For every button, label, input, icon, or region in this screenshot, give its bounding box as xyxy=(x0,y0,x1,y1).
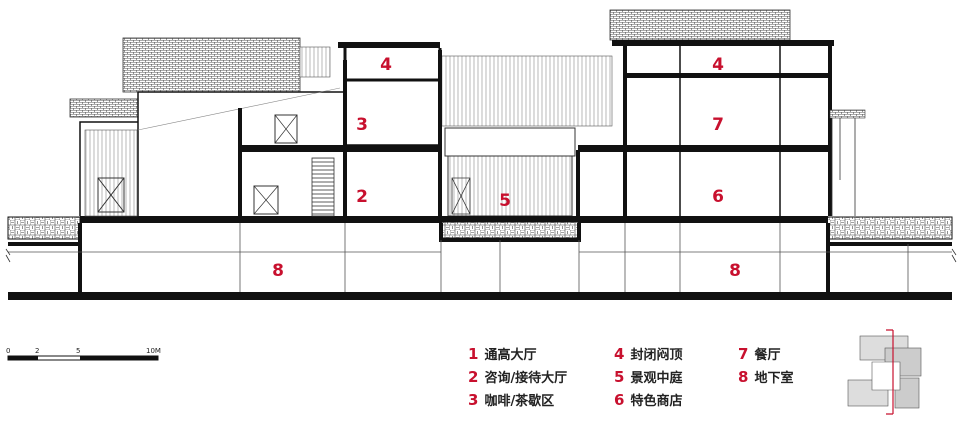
ground-floor-slab-left xyxy=(80,216,442,223)
scale-tick-10m: 10M xyxy=(146,347,161,355)
cafe-box xyxy=(344,80,441,146)
right-paving xyxy=(826,216,953,240)
legend-num: 8 xyxy=(738,368,749,386)
legend-name: 特色商店 xyxy=(630,394,683,409)
right-third-slab xyxy=(578,145,830,152)
legend-num: 6 xyxy=(614,391,625,409)
scale-tick-0: 0 xyxy=(6,347,10,355)
right-roof-slab xyxy=(612,40,834,46)
room-label-2: 2 xyxy=(356,187,368,207)
room-label-4-right: 4 xyxy=(712,55,724,75)
break-mark-right xyxy=(951,248,957,263)
left-paving xyxy=(7,216,81,240)
legend-num: 4 xyxy=(614,345,625,363)
legend: 1 通高大厅 2 咨询/接待大厅 3 咖啡/茶歇区 4 封闭闷顶 5 景观中庭 … xyxy=(468,344,808,424)
legend-name: 通高大厅 xyxy=(484,348,537,363)
legend-name: 封闭闷顶 xyxy=(630,348,683,363)
courtyard-walls xyxy=(438,50,580,222)
scale-tick-2: 2 xyxy=(35,347,39,355)
legend-item-6: 6 特色商店 xyxy=(614,390,682,409)
legend-name: 咖啡/茶歇区 xyxy=(484,394,555,409)
cafe-window-cross xyxy=(274,114,298,144)
legend-item-3: 3 咖啡/茶歇区 xyxy=(468,390,554,409)
legend-item-5: 5 景观中庭 xyxy=(614,367,682,386)
legend-num: 7 xyxy=(738,345,749,363)
legend-item-1: 1 通高大厅 xyxy=(468,344,536,363)
ground-and-basement xyxy=(5,216,957,300)
room-label-6: 6 xyxy=(712,187,724,207)
legend-num: 1 xyxy=(468,345,479,363)
lobby-door-cross xyxy=(253,185,279,215)
room-label-7: 7 xyxy=(712,115,724,135)
basement-lines xyxy=(80,223,909,292)
attic-box-left xyxy=(343,48,442,82)
right-wing xyxy=(578,9,866,216)
legend-num: 2 xyxy=(468,368,479,386)
room-label-5: 5 xyxy=(499,191,511,211)
foundation-slab xyxy=(8,292,952,300)
ground-floor-slab-right xyxy=(578,216,828,223)
courtyard-screen xyxy=(447,155,573,217)
courtyard-paving xyxy=(440,221,580,239)
courtyard-door xyxy=(451,177,471,215)
legend-name: 餐厅 xyxy=(754,348,781,363)
right-attic-box xyxy=(623,46,832,77)
room-label-3: 3 xyxy=(356,115,368,135)
courtyard-floor xyxy=(440,216,580,222)
room-label-8-right: 8 xyxy=(729,261,741,281)
right-roof-edge xyxy=(829,109,866,119)
main-roof-tiles xyxy=(122,37,301,93)
left-wing-glass xyxy=(84,129,138,217)
right-roof-tiles xyxy=(609,9,791,41)
left-wing xyxy=(69,37,442,217)
legend-name: 景观中庭 xyxy=(630,371,683,386)
left-roof-tiles xyxy=(69,98,139,118)
courtyard xyxy=(438,50,613,222)
scale-tick-5: 5 xyxy=(76,347,80,355)
legend-item-2: 2 咨询/接待大厅 xyxy=(468,367,567,386)
right-wing-walls xyxy=(624,46,831,216)
second-floor-slab xyxy=(240,145,440,152)
right-wing-outer xyxy=(623,46,832,216)
room-label-8-left: 8 xyxy=(272,261,284,281)
legend-item-8: 8 地下室 xyxy=(738,367,793,386)
courtyard-canopy xyxy=(444,127,576,157)
courtyard-backdrop-tiles xyxy=(439,55,613,127)
key-plan-thumbnail xyxy=(847,329,928,415)
right-attic-slab xyxy=(625,73,830,78)
legend-num: 3 xyxy=(468,391,479,409)
basement-outline xyxy=(8,223,952,292)
legend-name: 地下室 xyxy=(754,371,794,386)
left-door xyxy=(97,177,125,213)
small-roof-tiles xyxy=(299,46,331,78)
right-eave xyxy=(831,118,856,216)
room-label-4-left: 4 xyxy=(380,55,392,75)
legend-num: 5 xyxy=(614,368,625,386)
legend-item-4: 4 封闭闷顶 xyxy=(614,344,682,363)
stair-block xyxy=(311,157,335,217)
legend-item-7: 7 餐厅 xyxy=(738,344,780,363)
upper-roof-left xyxy=(338,42,440,48)
scale-bar: 0 2 5 10M xyxy=(6,347,161,361)
break-mark-left xyxy=(5,248,11,263)
legend-name: 咨询/接待大厅 xyxy=(484,371,568,386)
